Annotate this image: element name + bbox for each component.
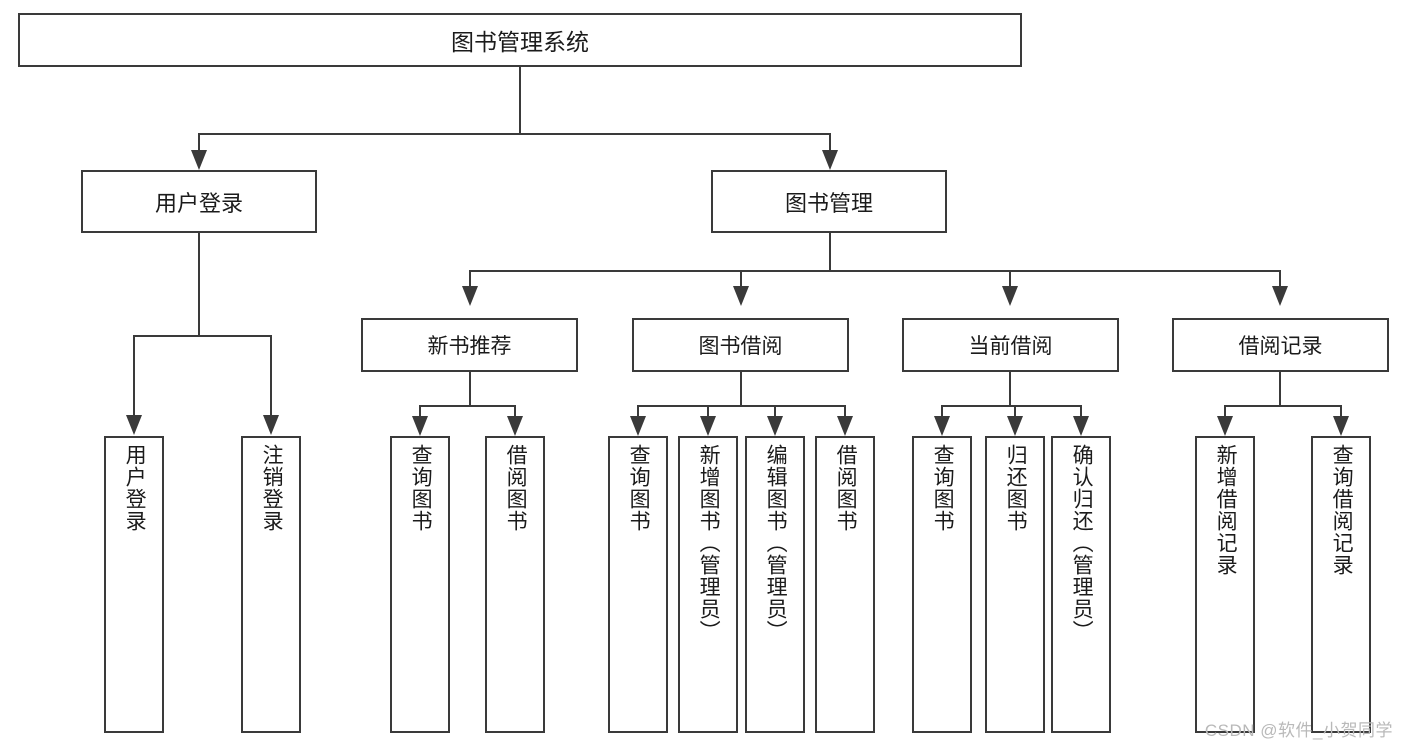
connector-drop-new-book xyxy=(469,270,471,287)
node-label: 新书推荐 xyxy=(427,335,512,358)
node-leaf-user-login[interactable]: 用户登录 xyxy=(104,436,164,733)
connector-new-book-stem xyxy=(469,372,471,405)
node-leaf-bb-borrow-book[interactable]: 借阅图书 xyxy=(815,436,875,733)
node-label: 归还图书 xyxy=(1004,444,1028,532)
node-borrow-record[interactable]: 借阅记录 xyxy=(1172,318,1389,372)
connector-drop-user-login-leaf xyxy=(133,335,135,416)
connector-borrow-record-bus xyxy=(1224,405,1341,407)
connector-drop-br-leaf-1 xyxy=(1224,405,1226,417)
arrow-icon-to-cb-leaf-2 xyxy=(1007,416,1023,436)
arrow-icon-to-br-leaf-2 xyxy=(1333,416,1349,436)
node-leaf-logout[interactable]: 注销登录 xyxy=(241,436,301,733)
connector-drop-borrow-record xyxy=(1279,270,1281,287)
node-label: 图书管理 xyxy=(784,190,873,216)
node-book-borrow[interactable]: 图书借阅 xyxy=(632,318,849,372)
node-label: 用户登录 xyxy=(154,190,243,216)
connector-drop-bb-leaf-3 xyxy=(774,405,776,417)
connector-drop-current-borrow xyxy=(1009,270,1011,287)
connector-drop-cb-leaf-3 xyxy=(1080,405,1082,417)
connector-book-borrow-stem xyxy=(740,372,742,405)
connector-level2-bus xyxy=(198,133,830,135)
node-label: 借阅图书 xyxy=(834,444,858,532)
node-user-login[interactable]: 用户登录 xyxy=(81,170,317,233)
connector-book-management-stem xyxy=(829,233,831,270)
node-label: 编辑图书（管理员） xyxy=(764,444,788,642)
node-label: 新增图书（管理员） xyxy=(697,444,721,642)
connector-current-borrow-bus xyxy=(941,405,1080,407)
node-label: 图书借阅 xyxy=(698,335,783,358)
node-leaf-nb-borrow-book[interactable]: 借阅图书 xyxy=(485,436,545,733)
arrow-icon-to-user-login xyxy=(191,150,207,170)
connector-drop-nb-leaf-2 xyxy=(514,405,516,417)
arrow-icon-to-book-management xyxy=(822,150,838,170)
node-root-book-management-system[interactable]: 图书管理系统 xyxy=(18,13,1022,67)
connector-book-borrow-bus xyxy=(637,405,844,407)
arrow-icon-to-nb-leaf-2 xyxy=(507,416,523,436)
connector-drop-br-leaf-2 xyxy=(1340,405,1342,417)
connector-borrow-record-stem xyxy=(1279,372,1281,405)
node-book-management[interactable]: 图书管理 xyxy=(711,170,947,233)
node-leaf-bb-edit-book-admin[interactable]: 编辑图书（管理员） xyxy=(745,436,805,733)
connector-current-borrow-stem xyxy=(1009,372,1011,405)
node-leaf-cb-return-book[interactable]: 归还图书 xyxy=(985,436,1045,733)
arrow-icon-to-bb-leaf-1 xyxy=(630,416,646,436)
node-leaf-cb-query-book[interactable]: 查询图书 xyxy=(912,436,972,733)
node-leaf-bb-add-book-admin[interactable]: 新增图书（管理员） xyxy=(678,436,738,733)
arrow-icon-to-cb-leaf-3 xyxy=(1073,416,1089,436)
arrow-icon-to-leaf-logout xyxy=(263,415,279,435)
node-leaf-br-query-record[interactable]: 查询借阅记录 xyxy=(1311,436,1371,733)
node-label: 新增借阅记录 xyxy=(1214,444,1238,576)
node-label: 图书管理系统 xyxy=(451,29,589,55)
node-label: 查询借阅记录 xyxy=(1330,444,1354,576)
connector-user-login-stem xyxy=(198,233,200,335)
arrow-icon-to-current-borrow xyxy=(1002,286,1018,306)
connector-level2-drop-book-management xyxy=(829,133,831,151)
connector-user-login-bus xyxy=(133,335,270,337)
arrow-icon-to-book-borrow xyxy=(733,286,749,306)
node-label: 当前借阅 xyxy=(968,335,1053,358)
arrow-icon-to-bb-leaf-2 xyxy=(700,416,716,436)
arrow-icon-to-nb-leaf-1 xyxy=(412,416,428,436)
connector-drop-bb-leaf-1 xyxy=(637,405,639,417)
arrow-icon-to-new-book-recommend xyxy=(462,286,478,306)
node-leaf-cb-confirm-return-admin[interactable]: 确认归还（管理员） xyxy=(1051,436,1111,733)
connector-level2-drop-user-login xyxy=(198,133,200,151)
connector-drop-nb-leaf-1 xyxy=(419,405,421,417)
arrow-icon-to-leaf-user-login xyxy=(126,415,142,435)
connector-drop-cb-leaf-2 xyxy=(1014,405,1016,417)
node-leaf-br-add-record[interactable]: 新增借阅记录 xyxy=(1195,436,1255,733)
node-label: 用户登录 xyxy=(123,444,147,532)
node-label: 借阅图书 xyxy=(504,444,528,532)
node-leaf-bb-query-book[interactable]: 查询图书 xyxy=(608,436,668,733)
connector-new-book-bus xyxy=(419,405,515,407)
node-label: 查询图书 xyxy=(409,444,433,532)
arrow-icon-to-br-leaf-1 xyxy=(1217,416,1233,436)
arrow-icon-to-bb-leaf-4 xyxy=(837,416,853,436)
connector-root-stem xyxy=(519,67,521,133)
node-label: 注销登录 xyxy=(260,444,284,532)
arrow-icon-to-cb-leaf-1 xyxy=(934,416,950,436)
arrow-icon-to-bb-leaf-3 xyxy=(767,416,783,436)
node-new-book-recommend[interactable]: 新书推荐 xyxy=(361,318,578,372)
connector-drop-cb-leaf-1 xyxy=(941,405,943,417)
node-label: 查询图书 xyxy=(931,444,955,532)
connector-drop-book-borrow xyxy=(740,270,742,287)
connector-drop-bb-leaf-2 xyxy=(707,405,709,417)
node-label: 借阅记录 xyxy=(1238,335,1323,358)
connector-drop-logout-leaf xyxy=(270,335,272,416)
connector-level3-bus xyxy=(469,270,1281,272)
arrow-icon-to-borrow-record xyxy=(1272,286,1288,306)
node-label: 查询图书 xyxy=(627,444,651,532)
connector-drop-bb-leaf-4 xyxy=(844,405,846,417)
node-label: 确认归还（管理员） xyxy=(1070,444,1094,642)
watermark-text: CSDN @软件_小贺同学 xyxy=(1204,721,1393,740)
node-current-borrow[interactable]: 当前借阅 xyxy=(902,318,1119,372)
node-leaf-nb-query-book[interactable]: 查询图书 xyxy=(390,436,450,733)
